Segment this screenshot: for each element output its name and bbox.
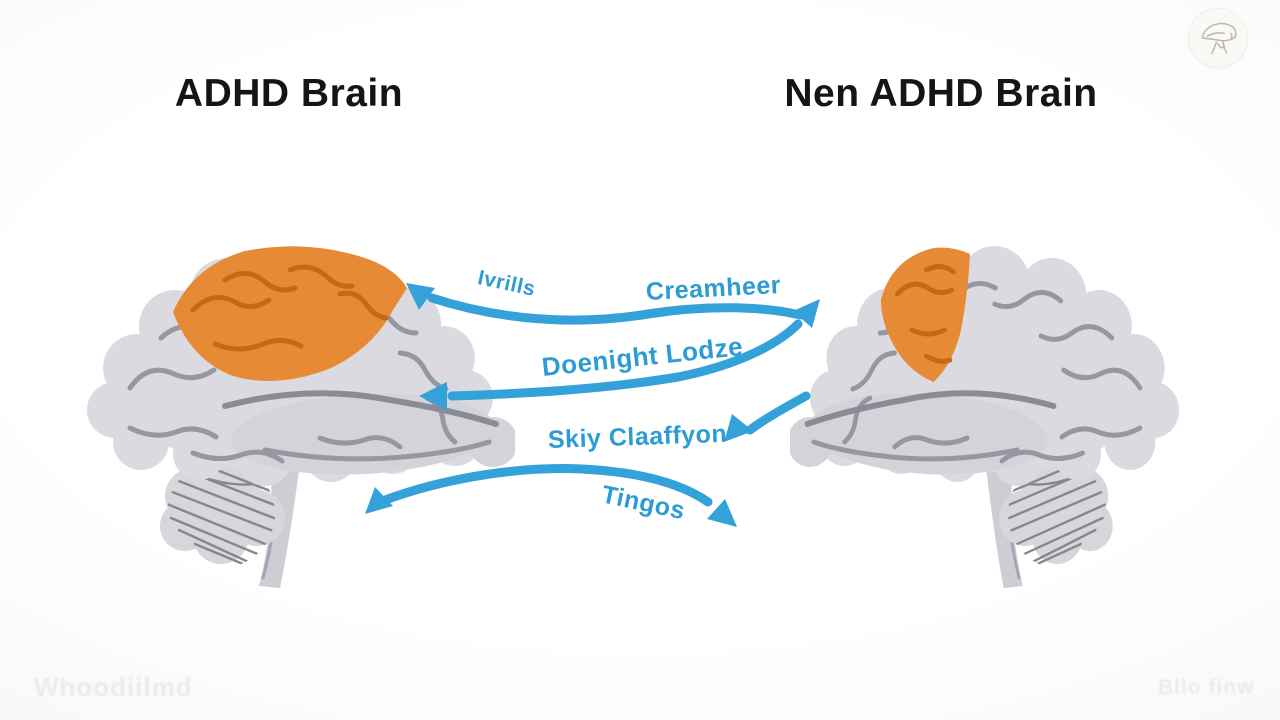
arrowhead	[707, 499, 737, 527]
label-skiy-claaffyon: Skiy Claaffyon	[547, 419, 728, 454]
label-doenight-lodze: Doenight Lodze	[540, 330, 745, 382]
watermark-bottom-right: Blio finw	[1158, 676, 1255, 699]
arrowhead	[724, 414, 753, 442]
title-non-adhd-brain: Nen ADHD Brain	[784, 72, 1098, 115]
watermark-bottom-left: Whoodiilmd	[34, 672, 193, 702]
mushroom-doodle-icon	[1201, 22, 1237, 55]
non-adhd-highlight-region	[880, 247, 970, 382]
non-adhd-brain-illustration	[790, 238, 1190, 603]
label-tingos: Tingos	[599, 480, 688, 526]
title-adhd-brain: ADHD Brain	[174, 72, 404, 115]
logo-badge	[1188, 8, 1248, 68]
adhd-brain-illustration	[75, 238, 515, 603]
label-creamheer: Creamheer	[645, 270, 782, 306]
